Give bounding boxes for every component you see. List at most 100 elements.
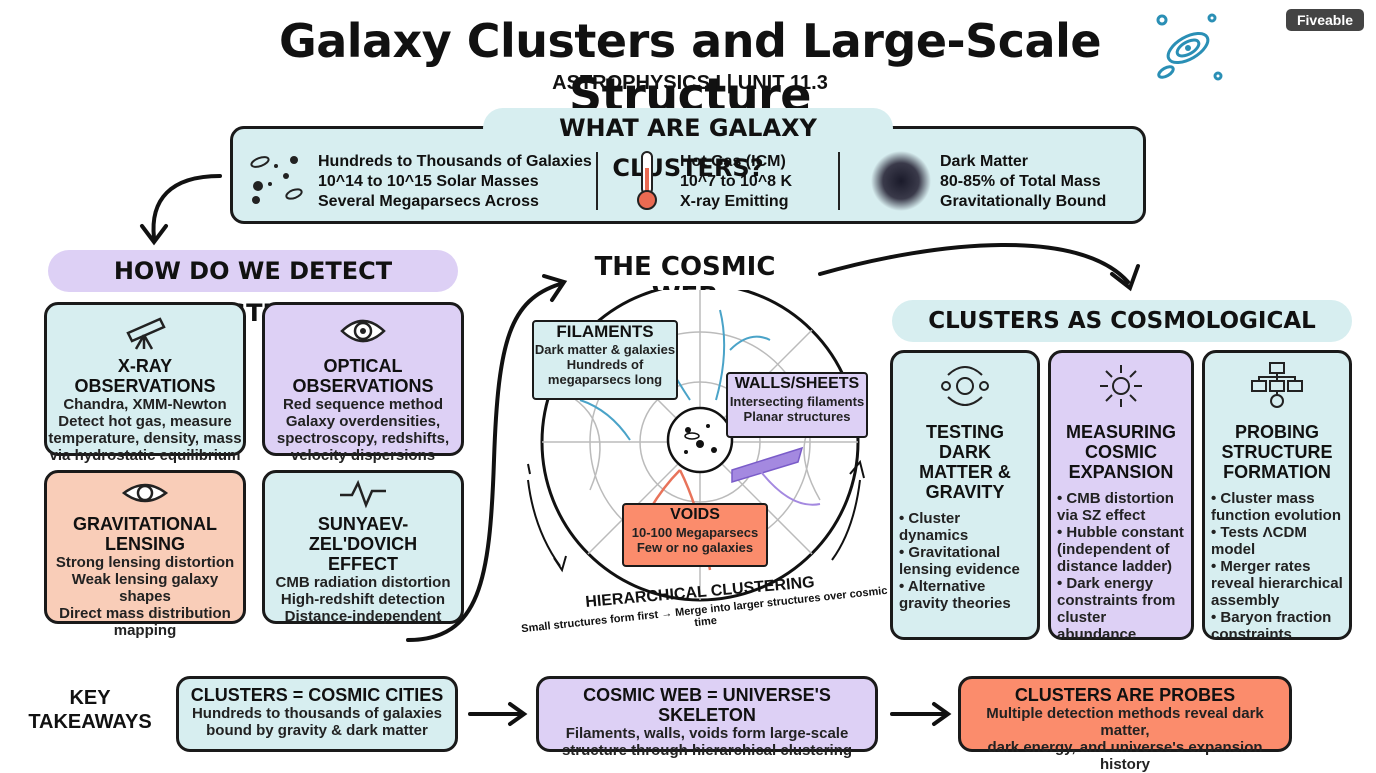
lensing-title: LENSING (104, 534, 185, 554)
probe-expansion-title: EXPANSION (1068, 462, 1174, 482)
what-col2-line: 10^7 to 10^8 K (680, 173, 793, 190)
takeaway-cities-title: CLUSTERS = COSMIC CITIES (190, 685, 444, 705)
probe-structure-bullet: Cluster mass function evolution (1211, 490, 1343, 524)
optical-card: OPTICAL OBSERVATIONS Red sequence method… (262, 302, 464, 464)
dark-matter-icon (871, 151, 931, 211)
lens-eye-icon (121, 483, 169, 503)
probe-structure-bullet: Baryon fraction constraints (1211, 609, 1343, 643)
filaments-line: Dark matter & galaxies (534, 342, 676, 357)
probe-structure-bullet: Merger rates reveal hierarchical assembl… (1211, 558, 1343, 609)
lensing-line: mapping (113, 622, 177, 639)
probe-dark-bullet: Cluster dynamics (899, 510, 1031, 544)
probe-dark-title: MATTER & (919, 462, 1011, 482)
probe-structure-title: PROBING (1234, 422, 1319, 442)
voids-card: VOIDS 10-100 Megaparsecs Few or no galax… (622, 503, 768, 567)
walls-line: Planar structures (743, 409, 851, 424)
optical-line: spectroscopy, redshifts, (276, 430, 450, 447)
eye-icon (340, 319, 386, 343)
galaxies-icon (250, 156, 303, 204)
probe-expansion-title: COSMIC (1085, 442, 1157, 462)
what-col3: Dark Matter 80-85% of Total Mass Gravita… (940, 152, 1140, 212)
divider (596, 152, 598, 210)
probe-dark-bullet: Gravitational lensing evidence (899, 544, 1031, 578)
probe-structure-title: FORMATION (1223, 462, 1331, 482)
probe-dark-title: TESTING DARK (925, 422, 1004, 462)
walls-title: WALLS/SHEETS (734, 375, 860, 392)
probe-expansion-bullet: Hubble constant (independent of distance… (1057, 524, 1185, 575)
orbit-icon (941, 366, 989, 406)
what-col1-line: 10^14 to 10^15 Solar Masses (318, 173, 539, 190)
what-col2-line: Hot Gas (ICM) (680, 153, 786, 170)
probe-expansion-bullet: CMB distortion via SZ effect (1057, 490, 1185, 524)
detect-heading: HOW DO WE DETECT CLUSTERS? (48, 250, 458, 327)
voids-line: 10-100 Megaparsecs (631, 525, 759, 540)
lensing-line: Direct mass distribution (59, 605, 231, 622)
xray-line: Detect hot gas, measure (58, 413, 232, 430)
what-heading: WHAT ARE GALAXY CLUSTERS? (483, 108, 893, 182)
takeaway-cities-line: bound by gravity & dark matter (206, 722, 428, 739)
takeaway-skeleton-line: structure through hierarchical clusterin… (561, 742, 853, 759)
what-col1-line: Several Megaparsecs Across (318, 193, 539, 210)
lensing-card: GRAVITATIONAL LENSING Strong lensing dis… (44, 470, 246, 639)
brand-badge[interactable]: Fiveable (1286, 9, 1364, 31)
hierarchy-icon (1251, 362, 1303, 408)
sz-title: SUNYAEV-ZEL'DOVICH (308, 514, 418, 554)
probe-expansion-card: MEASURING COSMIC EXPANSION CMB distortio… (1048, 350, 1194, 643)
sz-card: SUNYAEV-ZEL'DOVICH EFFECT CMB radiation … (262, 470, 464, 625)
xray-line: Chandra, XMM-Newton (63, 396, 227, 413)
takeaway-probes-line: Multiple detection methods reveal dark m… (986, 705, 1264, 739)
filaments-title: FILAMENTS (556, 322, 654, 341)
xray-line: temperature, density, mass (48, 430, 242, 447)
takeaways-label-line: KEY (69, 687, 111, 709)
what-col1-line: Hundreds to Thousands of Galaxies (318, 153, 592, 170)
what-col3-line: Dark Matter (940, 153, 1029, 170)
lensing-line: Weak lensing galaxy shapes (71, 571, 219, 605)
takeaway-cities: CLUSTERS = COSMIC CITIES Hundreds to tho… (176, 676, 458, 752)
walls-card: WALLS/SHEETS Intersecting filaments Plan… (726, 372, 868, 438)
sz-line: Distance-independent (284, 608, 442, 625)
lensing-title: GRAVITATIONAL (73, 514, 217, 534)
takeaway-skeleton-line: Filaments, walls, voids form large-scale (565, 725, 849, 742)
sz-title: EFFECT (328, 554, 398, 574)
probe-structure-bullet: Tests ΛCDM model (1211, 524, 1343, 558)
optical-line: Red sequence method (282, 396, 444, 413)
filaments-line: megaparsecs long (547, 372, 663, 387)
takeaway-cities-line: Hundreds to thousands of galaxies (191, 705, 443, 722)
takeaways-label: KEY TAKEAWAYS (20, 686, 160, 734)
xray-line: via hydrostatic equilibrium (49, 447, 241, 464)
wave-icon (340, 479, 386, 509)
walls-line: Intersecting filaments (729, 394, 865, 409)
sz-line: CMB radiation distortion (275, 574, 451, 591)
takeaway-probes-title: CLUSTERS ARE PROBES (1014, 685, 1236, 705)
takeaways-label-line: TAKEAWAYS (28, 711, 152, 733)
xray-title: X-RAY OBSERVATIONS (74, 356, 216, 396)
sz-line: High-redshift detection (280, 591, 446, 608)
probe-expansion-title: MEASURING (1065, 422, 1176, 442)
filaments-card: FILAMENTS Dark matter & galaxies Hundred… (532, 320, 678, 400)
optical-title: OPTICAL OBSERVATIONS (292, 356, 434, 396)
takeaway-probes: CLUSTERS ARE PROBES Multiple detection m… (958, 676, 1292, 773)
optical-line: velocity dispersions (290, 447, 436, 464)
voids-title: VOIDS (670, 506, 720, 523)
optical-line: Galaxy overdensities, (285, 413, 441, 430)
page-subtitle: ASTROPHYSICS I | UNIT 11.3 (552, 72, 828, 94)
xray-card: X-RAY OBSERVATIONS Chandra, XMM-Newton D… (44, 302, 246, 464)
probe-dark-title: GRAVITY (925, 482, 1005, 502)
galaxy-logo-icon (1156, 13, 1223, 81)
what-col3-line: 80-85% of Total Mass (940, 173, 1101, 190)
thermometer-icon (637, 151, 657, 210)
voids-line: Few or no galaxies (636, 540, 754, 555)
probe-structure-title: STRUCTURE (1221, 442, 1333, 462)
takeaway-skeleton-title: COSMIC WEB = UNIVERSE'S SKELETON (583, 685, 831, 725)
probes-heading: CLUSTERS AS COSMOLOGICAL PROBES (892, 300, 1352, 376)
page-title: Galaxy Clusters and Large-Scale Structur… (278, 14, 1102, 122)
what-col2-line: X-ray Emitting (680, 193, 789, 210)
takeaway-skeleton: COSMIC WEB = UNIVERSE'S SKELETON Filamen… (536, 676, 878, 759)
probe-dark-card: TESTING DARK MATTER & GRAVITY Cluster dy… (890, 350, 1040, 640)
what-col1: Hundreds to Thousands of Galaxies 10^14 … (318, 152, 608, 212)
divider (838, 152, 840, 210)
what-col2: Hot Gas (ICM) 10^7 to 10^8 K X-ray Emitt… (680, 152, 830, 212)
probe-structure-card: PROBING STRUCTURE FORMATION Cluster mass… (1202, 350, 1352, 643)
lensing-line: Strong lensing distortion (55, 554, 235, 571)
